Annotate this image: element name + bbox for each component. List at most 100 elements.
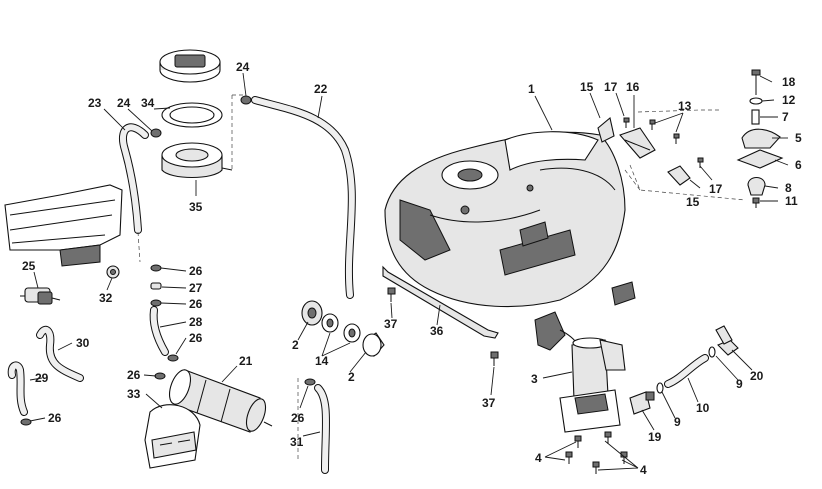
callout-29: 29 [35, 371, 49, 385]
o-ring-part-9-upper [708, 346, 716, 358]
callout-17-top: 17 [604, 80, 618, 94]
callout-26-b: 26 [189, 297, 203, 311]
callout-37-upper: 37 [384, 317, 398, 331]
washer-part-12 [749, 97, 763, 105]
callout-36: 36 [430, 324, 444, 338]
leader-lines [29, 72, 789, 471]
o-ring-part-9-lower [656, 382, 664, 394]
callout-15-top: 15 [580, 80, 594, 94]
hose-part-29 [7, 361, 28, 416]
clip-part-24-left [150, 128, 162, 138]
callout-2-right: 2 [348, 370, 355, 384]
callout-17-bottom: 17 [709, 182, 723, 196]
callout-35: 35 [189, 200, 203, 214]
clip-part-26-e [304, 378, 316, 386]
screw-part-17-top [623, 117, 630, 128]
callout-19: 19 [648, 430, 662, 444]
clip-part-24-right [240, 95, 252, 105]
hose-part-23 [119, 123, 149, 234]
callout-12: 12 [782, 93, 796, 107]
callout-25: 25 [22, 259, 36, 273]
callout-26-e: 26 [291, 411, 305, 425]
bracket-part-15-top [597, 116, 615, 143]
bolt-part-37-upper [387, 287, 396, 302]
washer-part-14-a [321, 313, 339, 333]
callout-13: 13 [678, 99, 692, 113]
connector-part-27 [150, 282, 162, 290]
screw-part-11 [752, 197, 760, 208]
callout-26-c: 26 [189, 331, 203, 345]
callout-20: 20 [750, 369, 764, 383]
callout-31: 31 [290, 435, 304, 449]
callout-27: 27 [189, 281, 203, 295]
clip-part-26-bottom-left [20, 418, 32, 426]
gasket-part-34 [161, 102, 223, 128]
elbow-part-20 [715, 325, 739, 356]
frame-section [4, 184, 123, 267]
callout-9-upper: 9 [736, 377, 743, 391]
spacer-part-7 [751, 109, 760, 125]
clip-part-26-d [154, 372, 166, 380]
callout-37-lower: 37 [482, 396, 496, 410]
callout-9-lower: 9 [674, 415, 681, 429]
callout-30: 30 [76, 336, 90, 350]
callout-labels: 1 15 17 16 13 18 12 7 5 6 8 11 15 17 22 … [22, 60, 802, 477]
hose-part-22 [251, 96, 356, 299]
callout-21: 21 [239, 354, 253, 368]
clip-part-26-a [150, 264, 162, 272]
callout-33: 33 [127, 387, 141, 401]
callout-14: 14 [315, 354, 329, 368]
callout-34: 34 [141, 96, 155, 110]
screw-part-13-b [673, 133, 680, 144]
callout-32: 32 [99, 291, 113, 305]
rubber-mount-part-2-left [301, 300, 323, 326]
filler-neck-part-35 [161, 142, 233, 178]
clip-part-26-c [167, 354, 179, 362]
callout-24-right: 24 [236, 60, 250, 74]
callout-7: 7 [782, 110, 789, 124]
damper-part-8 [747, 176, 766, 196]
washer-part-14-b [343, 323, 361, 343]
rubber-mount-part-2-right [362, 332, 385, 357]
bracket-part-15-bottom [667, 165, 691, 186]
callout-3: 3 [531, 372, 538, 386]
screw-part-13-a [649, 119, 656, 130]
screw-part-4-b [604, 431, 612, 444]
callout-4-left: 4 [535, 451, 542, 465]
callout-23: 23 [88, 96, 102, 110]
bolt-part-37-lower [490, 351, 499, 366]
callout-6: 6 [795, 158, 802, 172]
callout-16: 16 [626, 80, 640, 94]
valve-part-25 [20, 287, 61, 305]
hose-part-30 [36, 325, 84, 382]
callout-24-left: 24 [117, 96, 131, 110]
fitting-part-19 [629, 391, 655, 415]
bolt-part-18 [751, 69, 761, 95]
hose-part-28 [149, 306, 169, 356]
callout-15-bottom: 15 [686, 195, 700, 209]
hose-part-31 [314, 384, 330, 474]
bracket-part-16 [619, 127, 656, 159]
fuel-filter-part-21 [168, 369, 273, 433]
callout-22: 22 [314, 82, 328, 96]
callout-28: 28 [189, 315, 203, 329]
callout-26-a: 26 [189, 264, 203, 278]
clip-part-26-b [150, 299, 162, 307]
fuel-pump-part-3 [534, 311, 626, 433]
grommet-part-32 [106, 265, 120, 279]
strap-part-36 [382, 265, 499, 339]
pad-part-6 [736, 149, 784, 169]
callout-10: 10 [696, 401, 710, 415]
fuel-cap [159, 49, 221, 83]
callout-5: 5 [795, 131, 802, 145]
callout-2-left: 2 [292, 338, 299, 352]
screw-part-4-e [592, 461, 600, 474]
filter-bracket-part-33 [144, 404, 201, 469]
callout-26-d: 26 [127, 368, 141, 382]
callout-4-right: 4 [640, 463, 647, 477]
hose-part-10 [664, 354, 709, 388]
screw-part-4-a [574, 435, 582, 448]
callout-26-f: 26 [48, 411, 62, 425]
fuel-tank-part-1 [384, 131, 636, 308]
